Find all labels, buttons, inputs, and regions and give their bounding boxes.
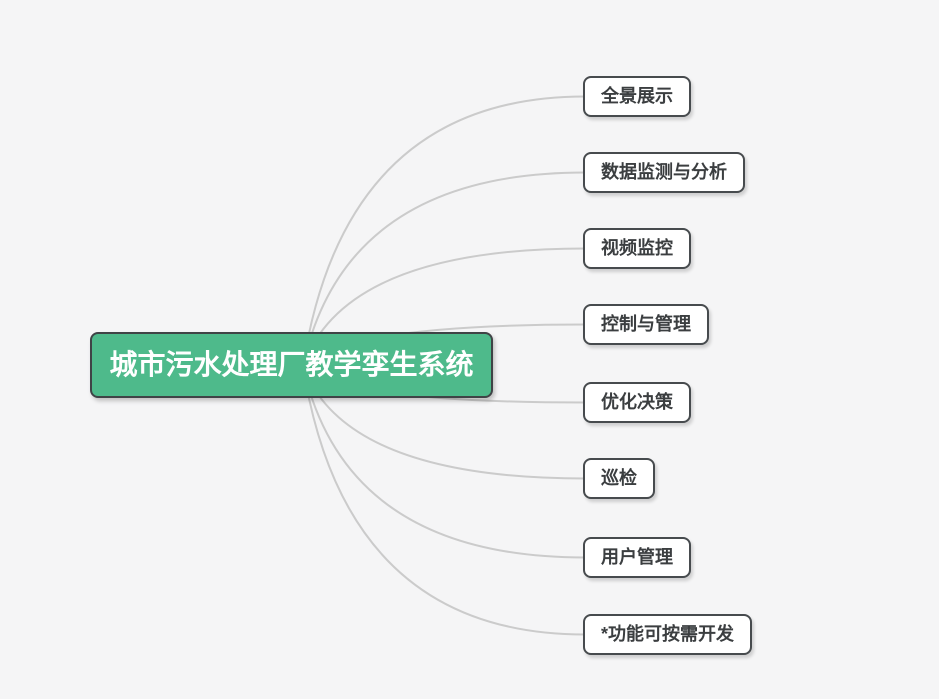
connector-curve bbox=[302, 171, 586, 367]
node-on-demand-note[interactable]: *功能可按需开发 bbox=[583, 614, 753, 655]
node-video-surveillance[interactable]: 视频监控 bbox=[583, 228, 691, 269]
node-control-management[interactable]: 控制与管理 bbox=[583, 304, 709, 345]
root-node[interactable]: 城市污水处理厂教学孪生系统 bbox=[90, 332, 493, 398]
connector-curve bbox=[302, 365, 586, 559]
node-inspection[interactable]: 巡检 bbox=[583, 458, 655, 499]
node-panorama-display[interactable]: 全景展示 bbox=[583, 76, 691, 117]
connector-curve bbox=[302, 95, 586, 367]
connector-curve bbox=[302, 365, 586, 636]
node-optimization-decision[interactable]: 优化决策 bbox=[583, 382, 691, 423]
node-data-monitoring[interactable]: 数据监测与分析 bbox=[583, 152, 745, 193]
node-user-management[interactable]: 用户管理 bbox=[583, 537, 691, 578]
